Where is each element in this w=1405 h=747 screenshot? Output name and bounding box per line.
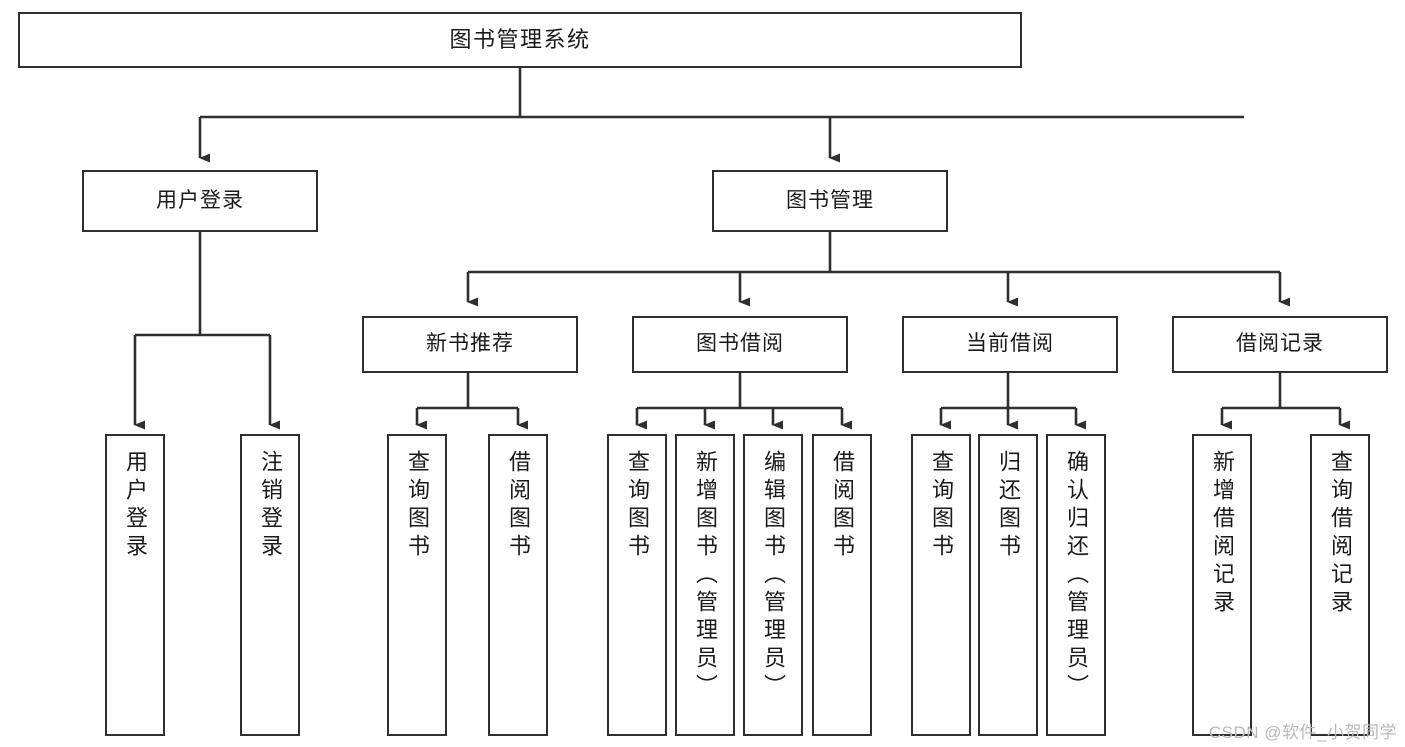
node-borrow-record-label: 借阅记录: [1236, 332, 1324, 356]
node-book-manage-label: 图书管理: [786, 188, 874, 212]
node-book-borrow[interactable]: 图书借阅: [632, 316, 848, 373]
node-leaf-add-record-label: 新增借阅记录: [1210, 450, 1235, 618]
node-leaf-query-record-label: 查询借阅记录: [1328, 450, 1353, 618]
node-leaf-query-book-1[interactable]: 查询图书: [387, 434, 447, 736]
node-leaf-query-record[interactable]: 查询借阅记录: [1310, 434, 1370, 736]
node-current-borrow-label: 当前借阅: [966, 332, 1054, 356]
node-leaf-confirm-return[interactable]: 确认归还（管理员）: [1046, 434, 1106, 736]
node-leaf-edit-book-label: 编辑图书（管理员）: [761, 450, 786, 702]
node-leaf-borrow-book-2-label: 借阅图书: [830, 450, 855, 562]
node-leaf-add-record[interactable]: 新增借阅记录: [1192, 434, 1252, 736]
node-leaf-return-book-label: 归还图书: [996, 450, 1021, 562]
node-leaf-borrow-book-2[interactable]: 借阅图书: [812, 434, 872, 736]
node-root-system[interactable]: 图书管理系统: [18, 12, 1022, 68]
node-leaf-confirm-return-label: 确认归还（管理员）: [1064, 450, 1089, 702]
node-borrow-record[interactable]: 借阅记录: [1172, 316, 1388, 373]
node-leaf-edit-book[interactable]: 编辑图书（管理员）: [743, 434, 803, 736]
node-leaf-user-login-label: 用户登录: [123, 450, 148, 562]
node-leaf-logout[interactable]: 注销登录: [240, 434, 300, 736]
node-leaf-add-book[interactable]: 新增图书（管理员）: [675, 434, 735, 736]
node-new-book-recommend-label: 新书推荐: [426, 332, 514, 356]
node-current-borrow[interactable]: 当前借阅: [902, 316, 1118, 373]
node-leaf-query-book-2-label: 查询图书: [625, 450, 650, 562]
node-leaf-query-book-3-label: 查询图书: [929, 450, 954, 562]
watermark-text: CSDN @软件_小贺同学: [1208, 723, 1397, 742]
node-book-borrow-label: 图书借阅: [696, 332, 784, 356]
node-root-system-label: 图书管理系统: [449, 27, 591, 53]
node-leaf-borrow-book-1-label: 借阅图书: [506, 450, 531, 562]
node-leaf-return-book[interactable]: 归还图书: [978, 434, 1038, 736]
node-new-book-recommend[interactable]: 新书推荐: [362, 316, 578, 373]
node-user-login[interactable]: 用户登录: [82, 170, 318, 232]
node-book-manage[interactable]: 图书管理: [712, 170, 948, 232]
node-leaf-query-book-2[interactable]: 查询图书: [607, 434, 667, 736]
node-leaf-borrow-book-1[interactable]: 借阅图书: [488, 434, 548, 736]
node-user-login-label: 用户登录: [156, 188, 244, 212]
node-leaf-query-book-3[interactable]: 查询图书: [911, 434, 971, 736]
node-leaf-query-book-1-label: 查询图书: [405, 450, 430, 562]
node-leaf-logout-label: 注销登录: [258, 450, 283, 562]
node-leaf-add-book-label: 新增图书（管理员）: [693, 450, 718, 702]
node-leaf-user-login[interactable]: 用户登录: [105, 434, 165, 736]
